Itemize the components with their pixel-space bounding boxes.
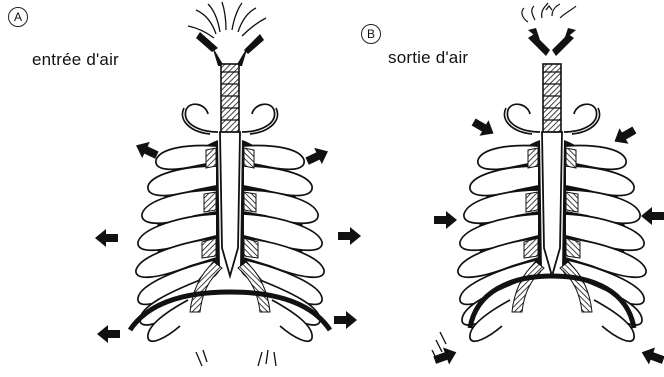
- arrow-out-ur: [303, 143, 331, 169]
- thorax-a: [136, 64, 324, 341]
- arrow-out-mr: [338, 227, 361, 245]
- arrow-in-ul: [469, 114, 498, 141]
- motion-lines-a: [196, 350, 276, 366]
- arrow-out-ml: [95, 229, 118, 247]
- arrow-out-ll: [97, 325, 120, 343]
- arrow-in-ur: [610, 122, 639, 149]
- air-out-arrow-right: [552, 34, 574, 56]
- air-in-arrow-left: [196, 32, 218, 52]
- arrow-out-lr: [334, 311, 357, 329]
- air-out-lines: [522, 3, 576, 22]
- air-in-arrow-right: [244, 34, 264, 54]
- arrow-in-mr: [641, 207, 664, 225]
- arrow-in-lr: [639, 344, 664, 369]
- panel-b-diagram: [432, 3, 664, 369]
- panel-a-diagram: [95, 2, 361, 366]
- arrow-in-ml: [434, 211, 457, 229]
